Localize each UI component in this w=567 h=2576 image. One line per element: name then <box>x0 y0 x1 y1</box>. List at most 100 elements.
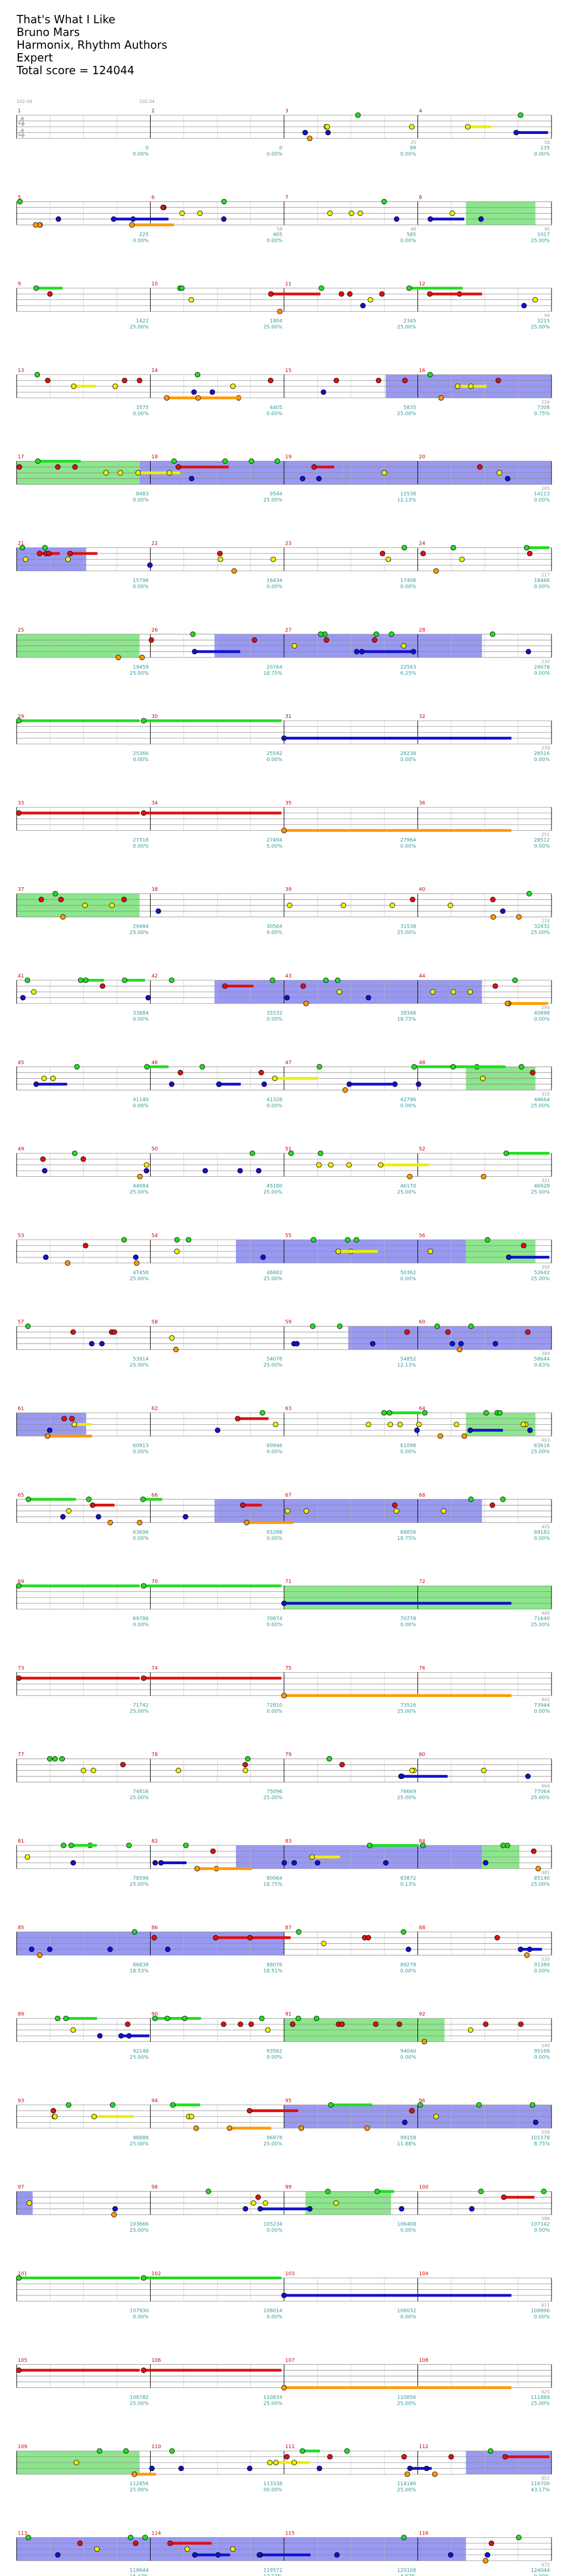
note <box>344 2448 350 2454</box>
note <box>410 897 416 903</box>
note <box>246 2108 252 2114</box>
measure-percent: 0.00% <box>133 757 149 763</box>
note <box>213 1934 219 1941</box>
note <box>174 1248 180 1254</box>
note <box>461 1433 467 1439</box>
note <box>42 1168 48 1174</box>
measure-number: 28 <box>419 628 426 633</box>
note <box>447 902 453 908</box>
measure-score: 17408 <box>400 578 416 584</box>
note <box>307 136 313 141</box>
measure-number: 54 <box>152 1233 158 1239</box>
note <box>337 989 342 995</box>
measure-percent: 25.00% <box>130 671 149 676</box>
note <box>209 389 215 395</box>
measure-score: 41328 <box>266 1097 282 1103</box>
measure-percent: 25.00% <box>531 1103 550 1109</box>
note <box>339 1762 345 1768</box>
measure-percent: 0.00% <box>400 584 416 590</box>
note <box>281 735 287 741</box>
measure-number: 30 <box>152 714 158 720</box>
note <box>281 827 287 834</box>
note <box>16 1583 22 1589</box>
measure-percent: 0.00% <box>400 238 416 244</box>
measure-score: 225 <box>139 232 148 237</box>
note <box>339 2021 345 2027</box>
note <box>44 1433 50 1439</box>
note <box>313 2015 319 2021</box>
measure-score: 92148 <box>133 2049 149 2055</box>
measure-percent: 0.00% <box>400 1103 416 1109</box>
note <box>483 1410 489 1416</box>
note <box>338 291 344 297</box>
note <box>217 551 223 556</box>
measure-percent: 0.00% <box>133 1536 149 1542</box>
note <box>316 1064 322 1070</box>
note <box>111 216 117 222</box>
note <box>179 210 185 216</box>
note <box>530 1069 535 1075</box>
measure-percent: 25.00% <box>130 325 149 330</box>
measure-score: 35532 <box>266 1011 282 1016</box>
measure-percent: 25.00% <box>130 2487 149 2493</box>
note <box>381 199 387 205</box>
note <box>96 2448 102 2454</box>
note <box>346 1162 352 1168</box>
measure-percent: 0.63% <box>534 1363 550 1368</box>
note <box>70 1329 76 1335</box>
note <box>250 2200 256 2206</box>
measure-score: 60913 <box>133 1444 149 1449</box>
note <box>122 977 127 983</box>
note <box>131 2471 137 2477</box>
note <box>80 1767 86 1773</box>
note <box>111 2212 117 2218</box>
note <box>404 2471 410 2477</box>
note <box>355 112 361 118</box>
note <box>260 1410 265 1416</box>
note <box>270 977 276 983</box>
note <box>61 1416 67 1421</box>
measure-percent: 0.00% <box>133 498 149 503</box>
measure-score: 76669 <box>400 1789 416 1795</box>
measure-score: 0 <box>146 146 149 151</box>
beat-count: 331 <box>542 1178 550 1183</box>
note <box>518 1946 524 1952</box>
note <box>467 2027 473 2033</box>
note <box>89 1341 95 1347</box>
measure-number: 8 <box>419 195 422 200</box>
note <box>122 377 127 384</box>
measure-score: 26238 <box>400 751 416 757</box>
measure-number: 111 <box>285 2444 295 2450</box>
measure-score: 47458 <box>133 1270 149 1276</box>
beat-count: 384 <box>542 1351 550 1356</box>
beat-count: 540 <box>542 2044 550 2049</box>
note <box>521 303 527 308</box>
measure-number: 21 <box>18 541 24 547</box>
measure-percent: 25.00% <box>130 1882 149 1887</box>
note <box>365 1421 372 1427</box>
measure-score: 75096 <box>266 1789 282 1795</box>
measure-percent: 25.00% <box>264 498 283 503</box>
note <box>497 1410 503 1416</box>
measure-score: 68856 <box>400 1530 416 1535</box>
measure-number: 20 <box>419 454 426 460</box>
measure-score: 1017 <box>537 232 550 237</box>
measure-score: 405 <box>273 232 282 237</box>
note <box>129 222 135 228</box>
note <box>170 2102 176 2108</box>
note <box>524 545 530 551</box>
note <box>450 1341 455 1347</box>
note <box>197 210 203 216</box>
measure-number: 101 <box>18 2272 27 2277</box>
measure-score: 585 <box>406 232 416 237</box>
note <box>24 977 30 983</box>
measure-percent: 6.25% <box>400 671 416 676</box>
note <box>142 2534 148 2541</box>
note <box>141 1675 147 1681</box>
measure-number: 109 <box>18 2444 27 2450</box>
measure-number: 56 <box>419 1233 426 1239</box>
measure-number: 104 <box>419 2272 429 2277</box>
note <box>185 1237 192 1243</box>
note <box>287 902 292 908</box>
note <box>55 2015 61 2021</box>
